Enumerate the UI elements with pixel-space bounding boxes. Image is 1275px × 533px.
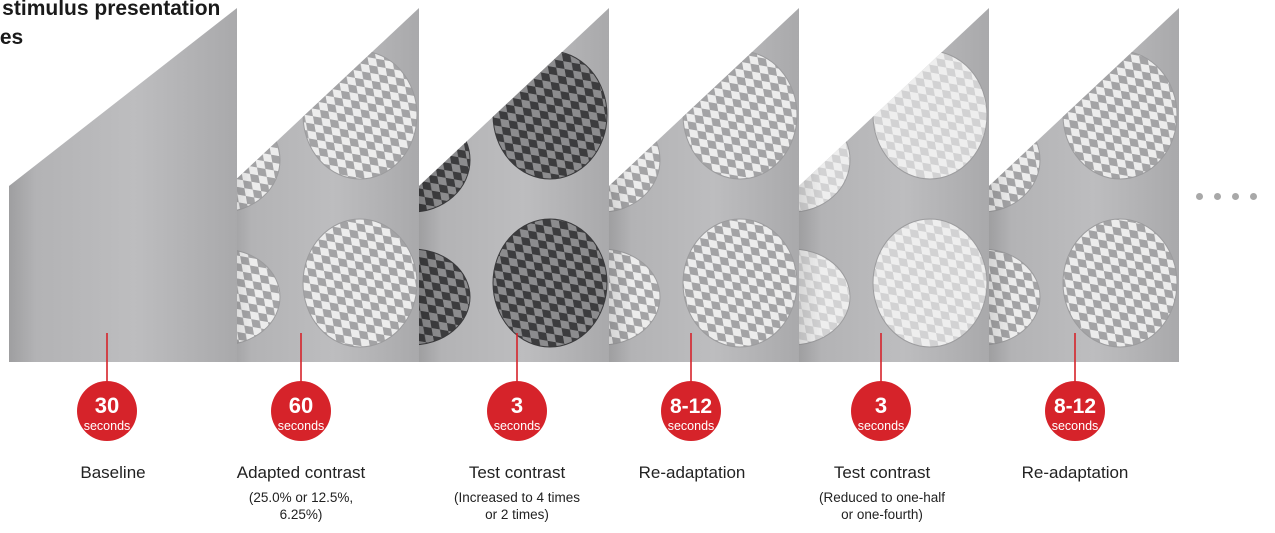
panel-shade <box>989 8 1179 362</box>
duration-unit: seconds <box>494 419 541 433</box>
duration-badge <box>851 381 911 441</box>
stage-name: Re-adaptation <box>1021 463 1129 482</box>
stage-label: Test contrast (Increased to 4 times or 2 … <box>427 463 607 523</box>
stage-label: Re-adaptation <box>602 463 782 483</box>
stage-detail: (Increased to 4 times or 2 times) <box>453 490 581 522</box>
duration-unit: seconds <box>668 419 715 433</box>
duration-value: 8-12 <box>1054 395 1096 418</box>
stage-label: Baseline <box>23 463 203 483</box>
duration-badge <box>1045 381 1105 441</box>
duration-value: 30 <box>95 393 119 418</box>
panel-shade <box>609 8 799 362</box>
duration-value: 8-12 <box>670 395 712 418</box>
duration-badge <box>77 381 137 441</box>
duration-unit: seconds <box>1052 419 1099 433</box>
stimulus-panel <box>989 8 1179 362</box>
duration-badge <box>487 381 547 441</box>
panel-shade <box>9 8 237 362</box>
stage-detail: (25.0% or 12.5%, 6.25%) <box>248 490 354 522</box>
duration-unit: seconds <box>84 419 131 433</box>
stage-name: Adapted contrast <box>236 463 366 482</box>
duration-badge <box>661 381 721 441</box>
continuation-ellipsis <box>1196 193 1268 205</box>
stimulus-panel <box>799 8 989 362</box>
stage-name: Re-adaptation <box>638 463 746 482</box>
duration-markers: 30seconds60seconds3seconds8-12seconds3se… <box>77 333 1105 441</box>
duration-value: 3 <box>511 393 523 418</box>
ellipsis-dot <box>1214 193 1221 200</box>
stage-name: Baseline <box>80 463 146 482</box>
stage-label: Test contrast (Reduced to one-half or one… <box>792 463 972 523</box>
stimulus-panels <box>9 8 1179 362</box>
panel-shade <box>799 8 989 362</box>
duration-badge <box>271 381 331 441</box>
stage-label: Adapted contrast (25.0% or 12.5%, 6.25%) <box>211 463 391 523</box>
duration-value: 60 <box>289 393 313 418</box>
ellipsis-dot <box>1250 193 1257 200</box>
panel-shade <box>229 8 419 362</box>
duration-value: 3 <box>875 393 887 418</box>
duration-unit: seconds <box>278 419 325 433</box>
ellipsis-dot <box>1196 193 1203 200</box>
stage-name: Test contrast <box>468 463 566 482</box>
figure-title: ast stimulus presentation dures <box>0 0 221 49</box>
stage-detail: (Reduced to one-half or one-fourth) <box>818 490 946 522</box>
panel-shade <box>419 8 609 362</box>
stage-label: Re-adaptation <box>985 463 1165 483</box>
duration-unit: seconds <box>858 419 905 433</box>
stimulus-panel <box>9 8 237 362</box>
ellipsis-dot <box>1232 193 1239 200</box>
stage-name: Test contrast <box>833 463 931 482</box>
